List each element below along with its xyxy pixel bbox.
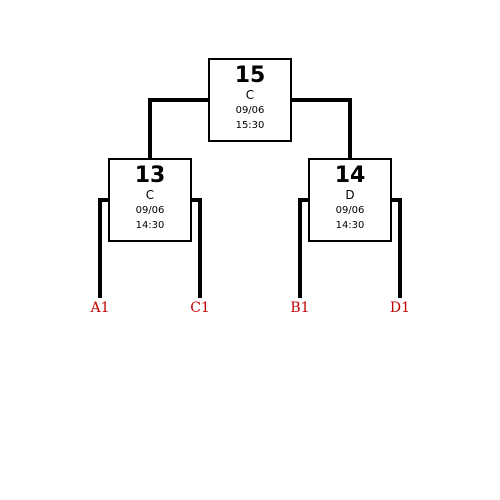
- match-date: 09/06: [335, 205, 365, 216]
- match-number: 15: [234, 63, 266, 88]
- match-left-semi: 13 C 09/06 14:30: [108, 158, 192, 242]
- connector-right-b1: [298, 198, 309, 298]
- match-time: 14:30: [335, 220, 365, 231]
- match-final: 15 C 09/06 15:30: [208, 58, 292, 142]
- match-time: 15:30: [235, 120, 265, 131]
- connector-left-c1: [191, 198, 202, 298]
- match-right-semi: 14 D 09/06 14:30: [308, 158, 392, 242]
- connector-left-a1: [98, 198, 109, 298]
- team-d1: D1: [389, 300, 411, 316]
- connector-final-left: [148, 98, 210, 158]
- team-a1: A1: [90, 300, 110, 316]
- match-venue: C: [245, 88, 255, 102]
- team-b1: B1: [290, 300, 310, 316]
- connector-final-right: [290, 98, 352, 158]
- match-time: 14:30: [135, 220, 165, 231]
- match-venue: D: [345, 188, 355, 202]
- connector-right-d1: [391, 198, 402, 298]
- match-number: 14: [334, 163, 366, 188]
- team-c1: C1: [190, 300, 210, 316]
- match-date: 09/06: [135, 205, 165, 216]
- match-date: 09/06: [235, 105, 265, 116]
- match-venue: C: [145, 188, 155, 202]
- match-number: 13: [134, 163, 166, 188]
